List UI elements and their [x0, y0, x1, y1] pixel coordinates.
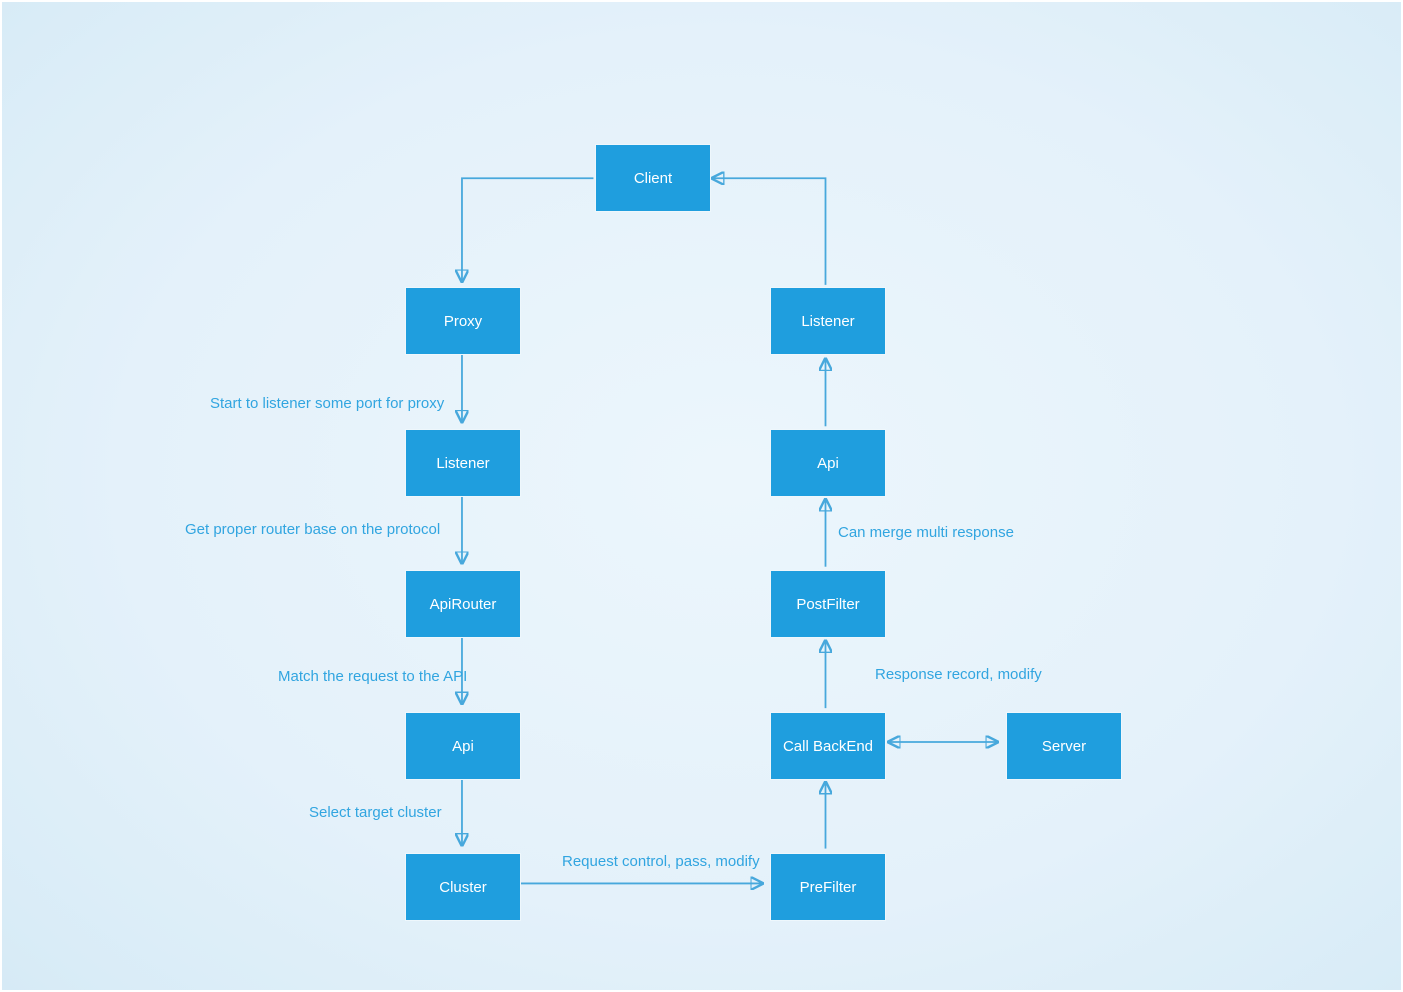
node-label: Api	[452, 737, 474, 755]
node-listener-right[interactable]: Listener	[770, 287, 886, 355]
node-label: ApiRouter	[429, 595, 497, 613]
node-proxy[interactable]: Proxy	[405, 287, 521, 355]
node-client[interactable]: Client	[595, 144, 711, 212]
edge-label-start-listener-port: Start to listener some port for proxy	[210, 395, 445, 412]
node-label: Listener	[436, 454, 490, 472]
node-cluster[interactable]: Cluster	[405, 853, 521, 921]
edge-label-request-control: Request control, pass, modify	[562, 853, 760, 870]
node-label: Server	[1041, 737, 1087, 755]
node-apirouter[interactable]: ApiRouter	[405, 570, 521, 638]
node-postfilter[interactable]: PostFilter	[770, 570, 886, 638]
node-api-right[interactable]: Api	[770, 429, 886, 497]
node-label: PreFilter	[799, 878, 857, 896]
node-call-backend[interactable]: Call BackEnd	[770, 712, 886, 780]
node-label: Call BackEnd	[782, 737, 874, 755]
connector-client-to-proxy	[462, 177, 594, 281]
connector-listener-to-client	[713, 178, 827, 285]
node-listener-left[interactable]: Listener	[405, 429, 521, 497]
edge-label-get-proper-router: Get proper router base on the protocol	[185, 521, 441, 538]
edge-label-select-target-cluster: Select target cluster	[309, 804, 442, 821]
node-label: Cluster	[439, 878, 487, 896]
edge-label-response-record: Response record, modify	[875, 666, 1042, 683]
edge-label-match-request: Match the request to the API	[278, 668, 468, 685]
node-label: PostFilter	[796, 595, 860, 613]
node-label: Api	[817, 454, 839, 472]
node-api-left[interactable]: Api	[405, 712, 521, 780]
node-label: Listener	[801, 312, 855, 330]
node-label: Client	[633, 169, 673, 187]
edge-label-can-merge-multi: Can merge multi response	[838, 524, 1014, 541]
node-server[interactable]: Server	[1006, 712, 1122, 780]
node-label: Proxy	[443, 312, 483, 330]
node-prefilter[interactable]: PreFilter	[770, 853, 886, 921]
